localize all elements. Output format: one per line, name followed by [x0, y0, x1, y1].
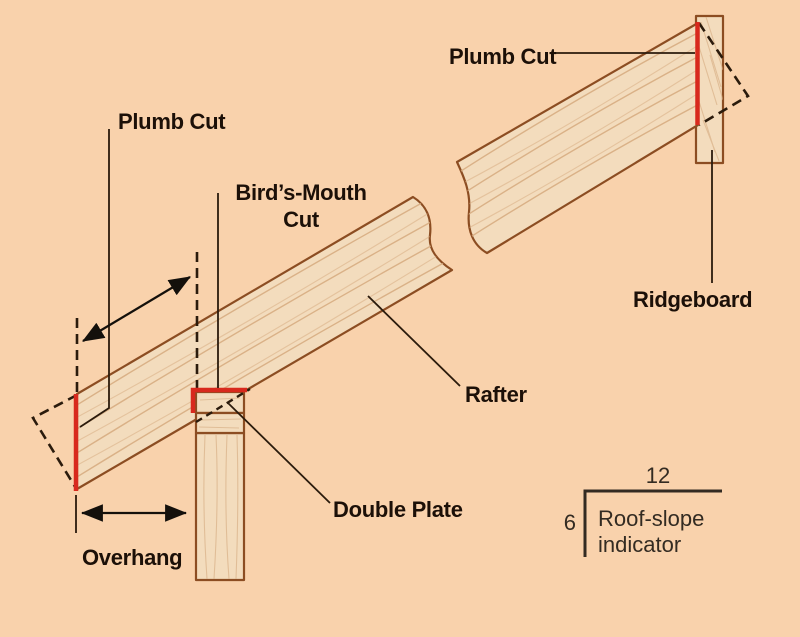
- slope-indicator-lines: [583, 489, 722, 557]
- plate-grain: [198, 397, 242, 429]
- rafter-leader: [367, 295, 461, 387]
- rafter-label: Rafter: [465, 382, 528, 407]
- plumb-cut-left-label: Plumb Cut: [118, 109, 226, 134]
- hidden-rafter-edge-dashed: [195, 387, 251, 424]
- slope-rise-value: 6: [564, 510, 576, 535]
- double-plate-label: Double Plate: [333, 497, 463, 522]
- bottom-plate: [194, 411, 246, 435]
- plumb-cut-left-leader: [79, 129, 110, 428]
- birds-mouth-label-line2: Cut: [283, 207, 320, 232]
- upper-rafter-grain: [457, 28, 698, 251]
- lower-rafter-grain: [77, 197, 452, 481]
- tail-cutoff-dashed: [31, 393, 79, 491]
- upper-rafter-board: [455, 21, 700, 255]
- lower-rafter-board: [75, 195, 454, 491]
- slope-run-value: 12: [646, 463, 670, 488]
- wall-post: [194, 431, 246, 582]
- double-plate-leader: [227, 402, 331, 504]
- overhang-label: Overhang: [82, 545, 182, 570]
- double-plate-boards: [194, 390, 246, 435]
- ridgeboard-label: Ridgeboard: [633, 287, 752, 312]
- birds-mouth-cut-line: [190, 387, 247, 413]
- ridge-cutoff-dashed: [697, 22, 750, 127]
- slope-indicator-label-line1: Roof-slope: [598, 506, 704, 531]
- rafter-length-arrow: [82, 276, 191, 342]
- wall-post-grain: [203, 434, 239, 580]
- slope-indicator-label-line2: indicator: [598, 532, 681, 557]
- birds-mouth-label-line1: Bird’s-Mouth: [235, 180, 366, 205]
- top-plate: [194, 390, 246, 415]
- plumb-cut-top-label: Plumb Cut: [449, 44, 557, 69]
- ridgeboard-grain: [696, 16, 723, 162]
